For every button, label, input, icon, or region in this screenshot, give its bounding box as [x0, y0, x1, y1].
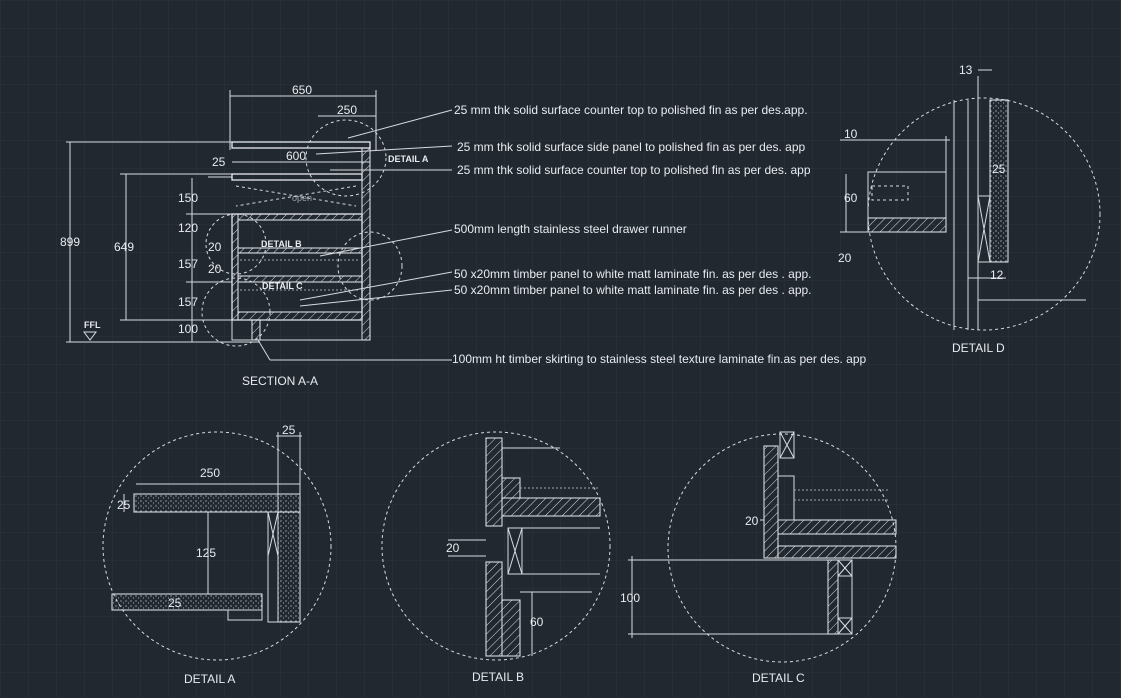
- dc-dim-20: 20: [745, 514, 759, 528]
- tag-detail-a: DETAIL A: [388, 154, 429, 164]
- open-label: open: [292, 193, 312, 203]
- section-title: SECTION A-A: [242, 374, 318, 388]
- note-6: 50 x20mm timber panel to white matt lami…: [454, 283, 812, 297]
- section-a-a: 650 250 600 25 899 649 150 120 20 157 20…: [60, 83, 453, 388]
- tag-detail-b: DETAIL B: [261, 239, 302, 249]
- dim-20-a: 20: [208, 240, 222, 254]
- dim-157-b: 157: [178, 295, 198, 309]
- detail-a-title: DETAIL A: [184, 672, 235, 686]
- dim-650: 650: [292, 83, 312, 97]
- notes: 25 mm thk solid surface counter top to p…: [452, 103, 867, 366]
- da-dim-25-left: 25: [117, 498, 131, 512]
- dim-120: 120: [178, 221, 198, 235]
- detail-c: 20 100 DETAIL C: [620, 431, 897, 685]
- ffl-level-icon: [83, 331, 97, 341]
- db-dim-20: 20: [446, 541, 460, 555]
- dim-150: 150: [178, 191, 198, 205]
- note-2: 25 mm thk solid surface side panel to po…: [457, 140, 806, 154]
- dim-649: 649: [114, 240, 134, 254]
- tag-detail-c: DETAIL C: [262, 281, 303, 291]
- detail-b-title: DETAIL B: [472, 670, 524, 684]
- dim-25-top: 25: [212, 155, 226, 169]
- dd-dim-60: 60: [844, 191, 858, 205]
- dd-dim-25: 25: [992, 162, 1006, 176]
- note-5: 50 x20mm timber panel to white matt lami…: [454, 267, 812, 281]
- note-4: 500mm length stainless steel drawer runn…: [454, 222, 687, 236]
- detail-a: 25 250 25 125 25 DETAIL A: [102, 423, 332, 686]
- dim-250: 250: [337, 103, 357, 117]
- dd-dim-10: 10: [844, 127, 858, 141]
- dim-157-a: 157: [178, 257, 198, 271]
- dim-100: 100: [178, 322, 198, 336]
- da-dim-125: 125: [196, 546, 216, 560]
- dim-20-b: 20: [208, 262, 222, 276]
- detail-d-title: DETAIL D: [952, 341, 1005, 355]
- ffl-label: FFL: [84, 320, 101, 330]
- note-7: 100mm ht timber skirting to stainless st…: [452, 352, 867, 366]
- dim-899: 899: [60, 235, 80, 249]
- dd-dim-12: 12: [990, 268, 1004, 282]
- dd-dim-20: 20: [838, 251, 852, 265]
- detail-b: 20 60 DETAIL B: [381, 431, 611, 684]
- db-dim-60: 60: [530, 615, 544, 629]
- da-dim-25-low: 25: [168, 596, 182, 610]
- dc-dim-100: 100: [620, 591, 640, 605]
- note-3: 25 mm thk solid surface counter top to p…: [457, 163, 811, 177]
- da-dim-25-top: 25: [282, 423, 296, 437]
- dd-dim-13: 13: [959, 63, 973, 77]
- detail-d: 13 10 25 60 20 12 DETAIL D: [838, 63, 1101, 355]
- detail-c-title: DETAIL C: [752, 671, 805, 685]
- da-dim-250: 250: [200, 466, 220, 480]
- dim-600: 600: [286, 149, 306, 163]
- note-1: 25 mm thk solid surface counter top to p…: [454, 103, 808, 117]
